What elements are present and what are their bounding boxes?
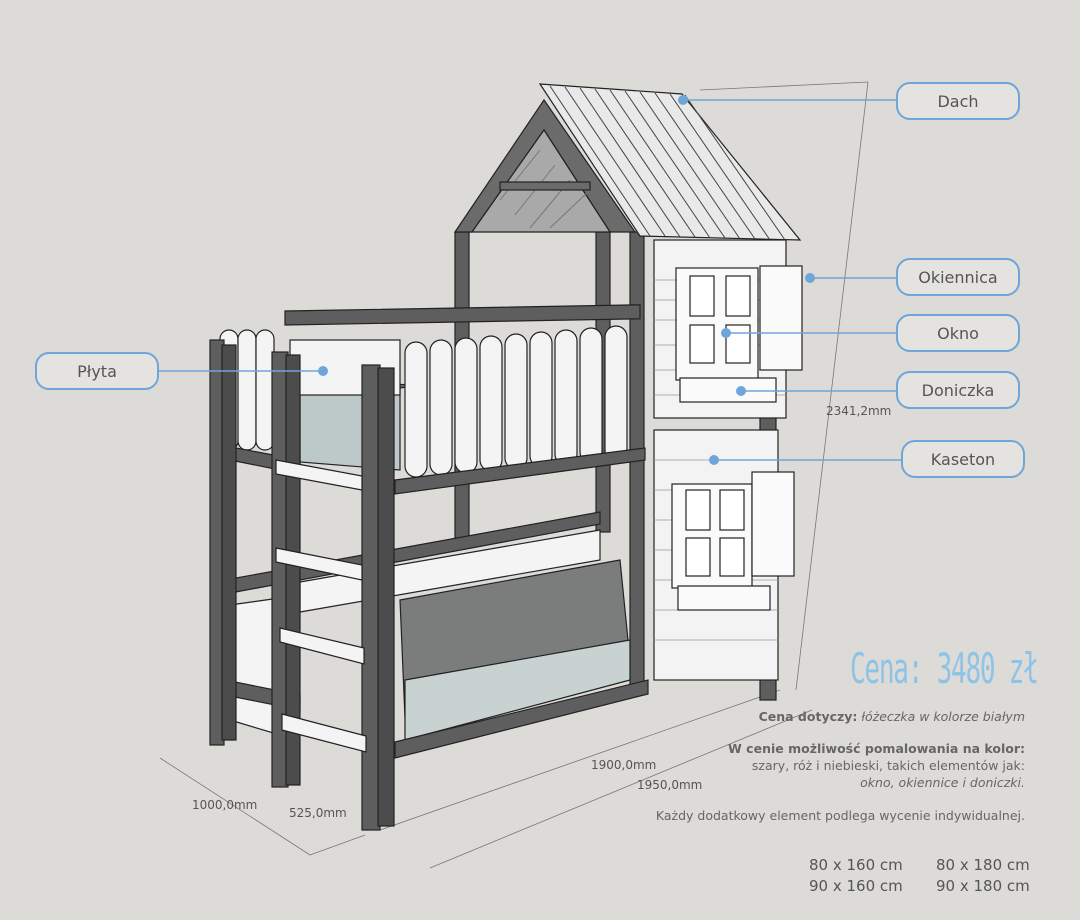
info-line-1-value: łóżeczka w kolorze białym bbox=[861, 709, 1025, 724]
dimension-width: 1000,0mm bbox=[192, 798, 258, 812]
dimension-inner-width: 525,0mm bbox=[289, 806, 347, 820]
bed-frame bbox=[209, 83, 803, 831]
callout-okno: Okno bbox=[896, 314, 1020, 352]
callout-leaders bbox=[158, 99, 902, 461]
callout-dach: Dach bbox=[896, 82, 1020, 120]
dimension-length-inner: 1900,0mm bbox=[591, 758, 657, 772]
price-label: Cena: 3480 zł bbox=[850, 644, 1039, 693]
info-line-2: W cenie możliwość pomalowania na kolor: bbox=[728, 741, 1025, 756]
info-line-1-label: Cena dotyczy: bbox=[758, 709, 858, 724]
info-line-1: Cena dotyczy: łóżeczka w kolorze białym bbox=[759, 709, 1025, 724]
callout-doniczka: Doniczka bbox=[896, 371, 1020, 409]
size-option: 80 x 180 cm bbox=[936, 856, 1030, 874]
size-option: 90 x 180 cm bbox=[936, 877, 1030, 895]
callout-dots bbox=[318, 95, 815, 465]
callout-okiennica: Okiennica bbox=[896, 258, 1020, 296]
info-line-2-label: W cenie możliwość pomalowania na kolor: bbox=[728, 741, 1025, 756]
callout-kaseton: Kaseton bbox=[901, 440, 1025, 478]
info-line-5: Każdy dodatkowy element podlega wycenie … bbox=[655, 808, 1025, 823]
info-line-4: okno, okiennice i doniczki. bbox=[860, 775, 1025, 790]
size-option: 90 x 160 cm bbox=[809, 877, 903, 895]
callout-plyta: Płyta bbox=[35, 352, 159, 390]
dimension-height: 2341,2mm bbox=[826, 404, 892, 418]
dimension-lines bbox=[159, 81, 869, 869]
size-option: 80 x 160 cm bbox=[809, 856, 903, 874]
dimension-length-outer: 1950,0mm bbox=[637, 778, 703, 792]
info-line-3: szary, róż i niebieski, takich elementów… bbox=[751, 758, 1025, 773]
info-line-4-value: okno, okiennice i doniczki. bbox=[860, 775, 1025, 790]
